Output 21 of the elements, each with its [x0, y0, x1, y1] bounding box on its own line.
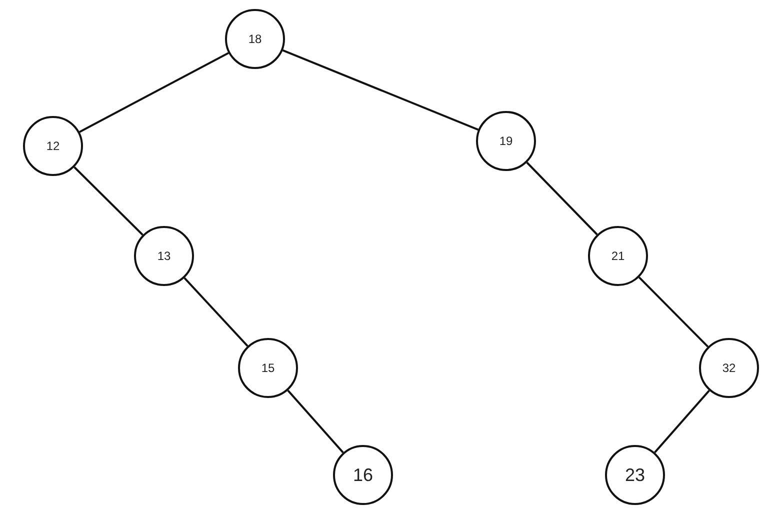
node-value: 19	[499, 134, 513, 148]
connector-line	[74, 166, 144, 236]
node-value: 15	[261, 361, 275, 375]
node-value: 16	[352, 464, 374, 486]
tree-node-circle	[134, 226, 194, 286]
node-value: 32	[722, 361, 736, 375]
connector-line	[282, 49, 479, 131]
connector-line	[654, 390, 710, 454]
node-value: 21	[611, 249, 625, 263]
connector-line	[184, 277, 248, 347]
connector-line	[638, 276, 709, 348]
node-value: 12	[46, 139, 60, 153]
connector-line	[287, 390, 344, 454]
tree-node-circle	[699, 338, 759, 398]
connector-line	[79, 52, 229, 133]
tree-node-circle	[238, 338, 298, 398]
node-value: 23	[624, 464, 646, 486]
connector-line	[526, 162, 598, 236]
tree-node-circle	[588, 226, 648, 286]
node-value: 18	[248, 32, 262, 46]
node-value: 13	[157, 249, 171, 263]
